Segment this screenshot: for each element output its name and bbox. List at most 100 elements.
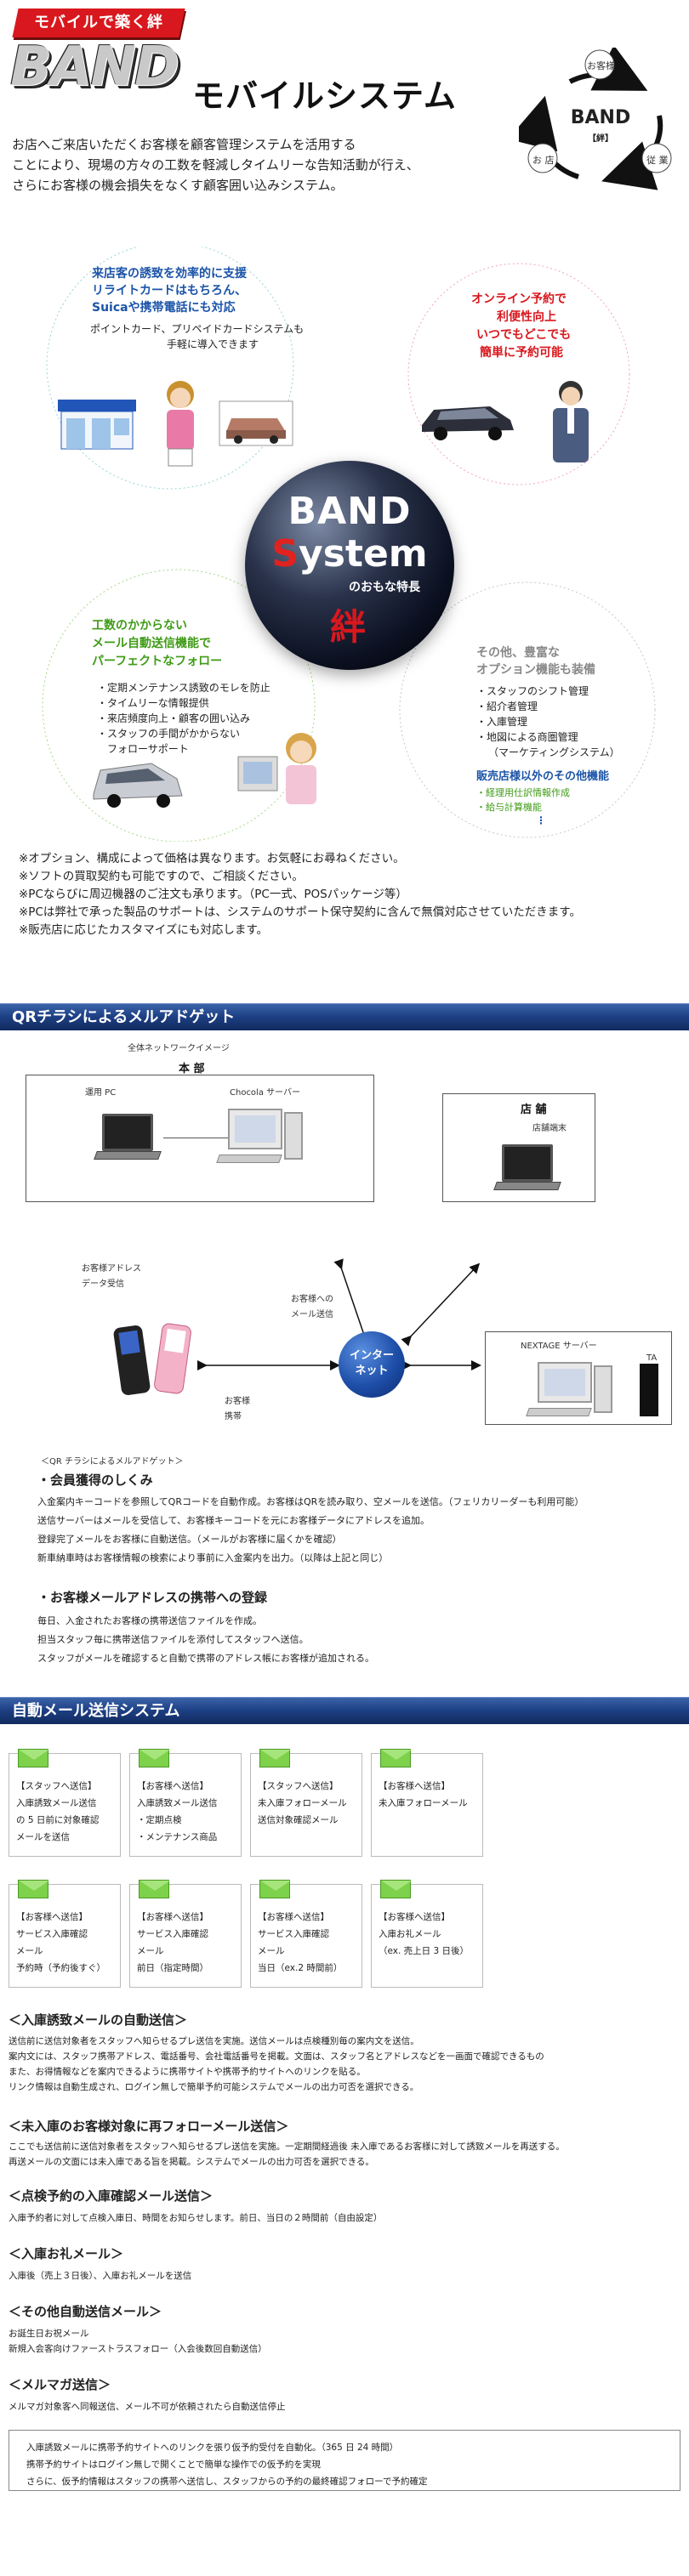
- mail-card-line: 前日（指定時間）: [137, 1963, 208, 1973]
- feature-mail-list: ・定期メンテナンス誘致のモレを防止 ・タイムリーな情報提供 ・来店頻度向上・顧客…: [97, 680, 284, 757]
- customer-label-line: 携帯: [225, 1412, 242, 1421]
- mail-card: 【お客様へ送信】 サービス入庫確認 メール 当日（ex.2 時間前）: [250, 1880, 362, 1988]
- feature-title-line: オンライン予約で: [471, 292, 567, 306]
- mail-card-line: 【お客様へ送信】: [137, 1781, 208, 1791]
- internet-label-line: ネット: [355, 1365, 389, 1377]
- feature-item: ・スタッフの手間がかからない: [97, 728, 241, 740]
- note-line: ※PCならびに周辺機器のご注文も承ります。（PC一式、POSパッケージ等）: [19, 888, 407, 901]
- note-line: ※販売店に応じたカスタマイズにも対応します。: [19, 923, 269, 937]
- hq-box: [26, 1075, 374, 1202]
- register-line: スタッフがメールを確認すると自動で携帯のアドレス帳にお客様が追加される。: [37, 1653, 374, 1664]
- am-box-line: 携帯予約サイトはログイン無しで開くことで簡単な操作での仮予約を実現: [26, 2460, 321, 2470]
- sphere-line2: System: [245, 532, 454, 576]
- addr-label: お客様アドレス データ受信: [82, 1262, 141, 1292]
- member-line: 入金案内キーコードを参照してQRコードを自動作成。お客様はQRを読み取り、空メー…: [37, 1496, 584, 1507]
- am-section-title: ＜入庫誘致メールの自動送信＞: [9, 2012, 188, 2028]
- am-line: 新規入会客向けファーストラスフォロー（入会後数回自動送信）: [9, 2344, 267, 2354]
- nextage-label: NEXTAGE サーバー: [521, 1342, 597, 1351]
- mail-card: 【スタッフへ送信】 未入庫フォローメール 送信対象確認メール: [250, 1749, 362, 1857]
- mail-card-line: ・メンテナンス商品: [137, 1832, 218, 1842]
- mail-card: 【お客様へ送信】 サービス入庫確認 メール 予約時（予約後すぐ）: [9, 1880, 121, 1988]
- customer-label-line: お客様: [225, 1397, 250, 1406]
- note-line: ※ソフトの買取契約も可能ですので、ご相談ください。: [19, 870, 304, 883]
- network-title: 全体ネットワークイメージ: [128, 1044, 230, 1053]
- feature-title-line: 利便性向上: [497, 310, 556, 324]
- mail-envelope-icon: [18, 1749, 49, 1767]
- feature-item: ・紹介者管理: [476, 701, 538, 712]
- mail-card-line: 入庫お礼メール: [379, 1929, 441, 1939]
- am-section-body: ここでも送信前に送信対象者をスタッフへ知らせるプレ送信を実施。一定期間経過後 未…: [9, 2139, 680, 2170]
- brand-logo-band: BAND: [10, 36, 179, 99]
- feature-title-line: いつでもどこでも: [476, 328, 572, 342]
- feature-title-line: メール自動送信機能で: [92, 637, 211, 650]
- internet-label-line: インター: [349, 1349, 394, 1362]
- hq-server-label: Chocola サーバー: [230, 1088, 301, 1098]
- mail-card: 【お客様へ送信】 入庫誘致メール送信 ・定期点検 ・メンテナンス商品: [129, 1749, 242, 1857]
- member-line: 新車納車時はお客様情報の検索により事前に入金案内を出力。（以降は上記と同じ）: [37, 1552, 389, 1563]
- cycle-diagram: お客様 お 店 従 業 BAND 【絆】: [508, 44, 680, 192]
- am-section-body: お誕生日お祝メール 新規入会客向けファーストラスフォロー（入会後数回自動送信）: [9, 2326, 680, 2357]
- am-line: 案内文には、スタッフ携帯アドレス、電話番号、会社電話番号を掲載。文面は、スタッフ…: [9, 2051, 544, 2062]
- addr-label-line: データ受信: [82, 1279, 124, 1289]
- feature-item: フォローサポート: [107, 743, 189, 755]
- am-line: お誕生日お祝メール: [9, 2329, 89, 2339]
- automail-section: 【スタッフへ送信】 入庫誘致メール送信 の 5 日前に対象確認 メールを送信 【…: [0, 1717, 689, 2576]
- am-line: また、お得情報などを案内できるように携帯サイトや携帯予約サイトへのリンクを貼る。: [9, 2067, 366, 2077]
- mail-envelope-icon: [259, 1880, 291, 1898]
- businessman-icon: [553, 381, 589, 462]
- mail-envelope-icon: [18, 1880, 49, 1898]
- addr-label-line: お客様アドレス: [82, 1264, 141, 1274]
- network-arrows-icon: [197, 1258, 481, 1370]
- am-section-title: ＜その他自動送信メール＞: [9, 2304, 162, 2319]
- feature-item: ・来店頻度向上・顧客の囲い込み: [97, 712, 251, 724]
- sphere-s-red: S: [271, 532, 299, 576]
- am-line: 再送メールの文面には未入庫である旨を掲載。システムでメールの出力可否を選択できる…: [9, 2157, 374, 2167]
- woman-phone-icon: [167, 381, 194, 467]
- feature-more: ⋮: [536, 814, 546, 826]
- cycle-center: BAND: [570, 107, 631, 128]
- feature-title-line: 工数のかからない: [92, 619, 187, 633]
- am-section-body: 入庫後（売上３日後）、入庫お礼メールを送信: [9, 2268, 680, 2284]
- mail-card-line: ・定期点検: [137, 1815, 182, 1825]
- mail-card-line: 未入庫フォローメール: [258, 1798, 347, 1808]
- store-building-icon: [58, 400, 136, 450]
- intro-line: さらにお客様の機会損失をなくす顧客囲い込みシステム。: [12, 178, 344, 193]
- feature-card-options: その他、豊富な オプション機能も装備 ・スタッフのシフト管理 ・紹介者管理 ・入…: [476, 644, 672, 826]
- mail-card: 【お客様へ送信】 未入庫フォローメール: [371, 1749, 483, 1857]
- member-title: ・会員獲得のしくみ: [37, 1472, 153, 1488]
- am-line: メルマガ対象客へ同報送信、メール不可が依頼されたら自動送信停止: [9, 2402, 286, 2412]
- feature-title-line: リライトカードはもちろん、: [92, 284, 247, 298]
- feature-item: ・スタッフのシフト管理: [476, 685, 589, 697]
- store-label: 店 舗: [521, 1104, 547, 1116]
- customer-label: お客様 携帯: [225, 1394, 250, 1425]
- mail-envelope-icon: [380, 1749, 412, 1767]
- am-line: リンク情報は自動生成され、ログイン無しで簡単予約可能システムでメールの出力可否を…: [9, 2082, 419, 2092]
- feature-title-line: その他、豊富な: [476, 646, 560, 660]
- feature-card-online: オンライン予約で 利便性向上 いつでもどこでも 簡単に予約可能: [471, 291, 624, 362]
- feature-title-line: 簡単に予約可能: [480, 346, 563, 360]
- mail-envelope-icon: [139, 1749, 170, 1767]
- feature-title-line: オプション機能も装備: [476, 663, 595, 677]
- mail-card-line: の 5 日前に対象確認: [16, 1815, 100, 1825]
- mail-label-line: お客様への: [291, 1295, 333, 1304]
- woman-computer-icon: [237, 733, 316, 804]
- mail-card-line: メール: [258, 1946, 285, 1956]
- am-summary-box: 入庫誘致メールに携帯予約サイトへのリンクを張り仮予約受付を自動化。（365 日 …: [9, 2430, 680, 2491]
- cycle-center-sub: 【絆】: [588, 134, 613, 144]
- store-pc-label: 店舗端末: [532, 1124, 567, 1133]
- mail-label-line: メール送信: [291, 1310, 333, 1319]
- mail-card-line: サービス入庫確認: [137, 1929, 208, 1939]
- mail-card-line: メールを送信: [16, 1832, 70, 1842]
- mail-card-line: メール: [137, 1946, 164, 1956]
- mail-card-line: （ex. 売上日 3 日後）: [379, 1946, 470, 1956]
- am-section-body: メルマガ対象客へ同報送信、メール不可が依頼されたら自動送信停止: [9, 2399, 680, 2414]
- brand-subtitle: モバイルシステム: [192, 77, 457, 115]
- sedan-icon: [422, 406, 514, 440]
- sphere-line3: のおもな特長: [349, 581, 420, 594]
- feature-item: ・入庫管理: [476, 716, 528, 728]
- section-header-qr: QRチラシによるメルアドゲット: [0, 1003, 689, 1030]
- internet-globe: インター ネット: [339, 1331, 405, 1398]
- feature-item: ・給与計算機能: [476, 802, 542, 813]
- note-line: ※PCは弊社で承った製品のサポートは、システムのサポート保守契約に含んで無償対応…: [19, 905, 581, 919]
- mail-card-line: 予約時（予約後すぐ）: [16, 1963, 105, 1973]
